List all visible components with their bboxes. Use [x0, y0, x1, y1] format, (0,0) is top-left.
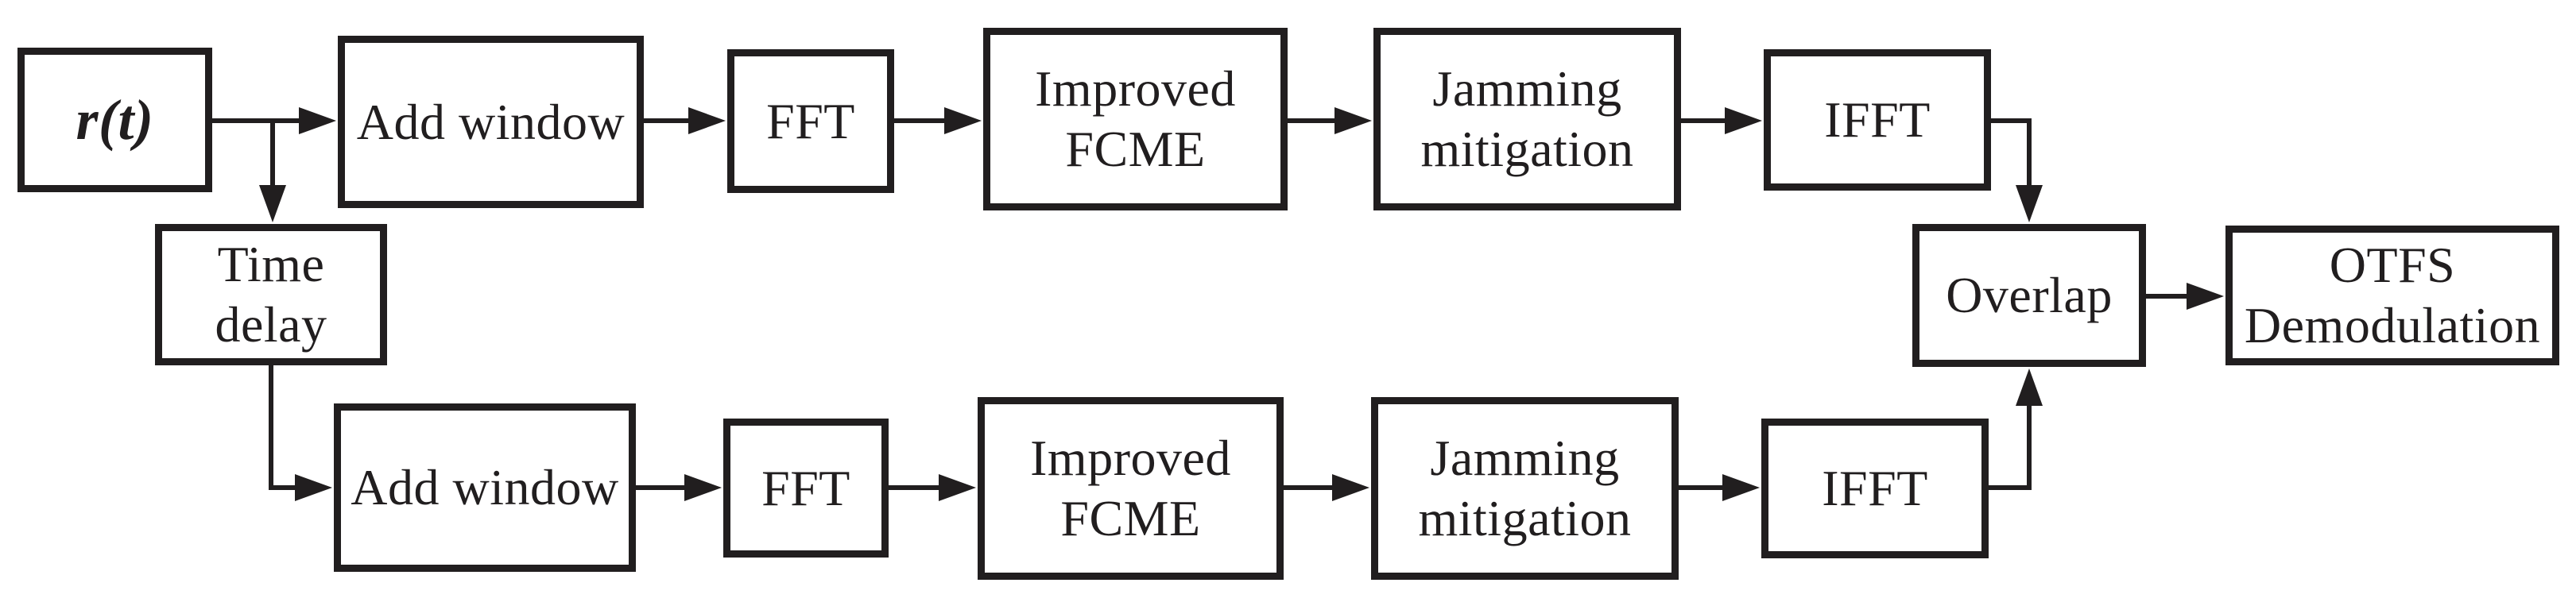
node-add-window-top: Add window [338, 36, 644, 208]
node-otfs-demodulation-label: OTFS Demodulation [2244, 237, 2541, 353]
node-rt: r(t) [17, 48, 212, 192]
connector-time-delay-to-add-window-bottom [269, 365, 332, 501]
node-improved-fcme-top-label: Improved FCME [1035, 60, 1236, 177]
connector-fft-bottom-to-improved-fcme-bottom [889, 474, 976, 501]
connector-improved-fcme-top-to-jamming-top [1288, 107, 1372, 134]
connector-jamming-top-to-ifft-top [1681, 107, 1762, 134]
node-improved-fcme-bottom-label: Improved FCME [1030, 430, 1231, 546]
node-fft-top-label: FFT [766, 92, 855, 149]
connector-fft-top-to-improved-fcme-top [894, 107, 982, 134]
connector-rt-to-add-window-top [212, 107, 336, 134]
node-jamming-mitigation-top: Jamming mitigation [1373, 28, 1681, 210]
connector-ifft-top-to-overlap [1991, 118, 2043, 222]
connector-branch-to-time-delay [259, 121, 286, 222]
node-otfs-demodulation: OTFS Demodulation [2225, 226, 2559, 365]
node-fft-bottom-label: FFT [761, 459, 850, 516]
connector-add-window-top-to-fft-top [644, 107, 726, 134]
node-add-window-bottom-label: Add window [351, 459, 619, 515]
node-ifft-bottom-label: IFFT [1822, 460, 1928, 516]
node-ifft-bottom: IFFT [1761, 419, 1989, 558]
connector-add-window-bottom-to-fft-bottom [636, 474, 722, 501]
node-jamming-mitigation-bottom: Jamming mitigation [1371, 397, 1679, 580]
node-add-window-top-label: Add window [356, 93, 626, 150]
node-ifft-top: IFFT [1764, 49, 1991, 191]
node-overlap: Overlap [1912, 224, 2146, 367]
node-fft-bottom: FFT [723, 419, 889, 558]
connector-overlap-to-otfs [2146, 283, 2224, 310]
node-time-delay-label: Time delay [215, 236, 327, 353]
node-time-delay: Time delay [155, 224, 387, 365]
connector-ifft-bottom-to-overlap [1989, 369, 2043, 490]
node-fft-top: FFT [727, 49, 894, 193]
connector-improved-fcme-bottom-to-jamming-bottom [1284, 474, 1369, 501]
node-jamming-mitigation-top-label: Jamming mitigation [1420, 60, 1634, 177]
connector-jamming-bottom-to-ifft-bottom [1679, 474, 1760, 501]
node-rt-label: r(t) [76, 88, 154, 152]
node-jamming-mitigation-bottom-label: Jamming mitigation [1418, 430, 1632, 546]
node-improved-fcme-bottom: Improved FCME [978, 397, 1284, 580]
node-improved-fcme-top: Improved FCME [983, 28, 1288, 210]
node-overlap-label: Overlap [1946, 267, 2113, 323]
node-add-window-bottom: Add window [334, 403, 636, 572]
node-ifft-top-label: IFFT [1824, 91, 1931, 148]
